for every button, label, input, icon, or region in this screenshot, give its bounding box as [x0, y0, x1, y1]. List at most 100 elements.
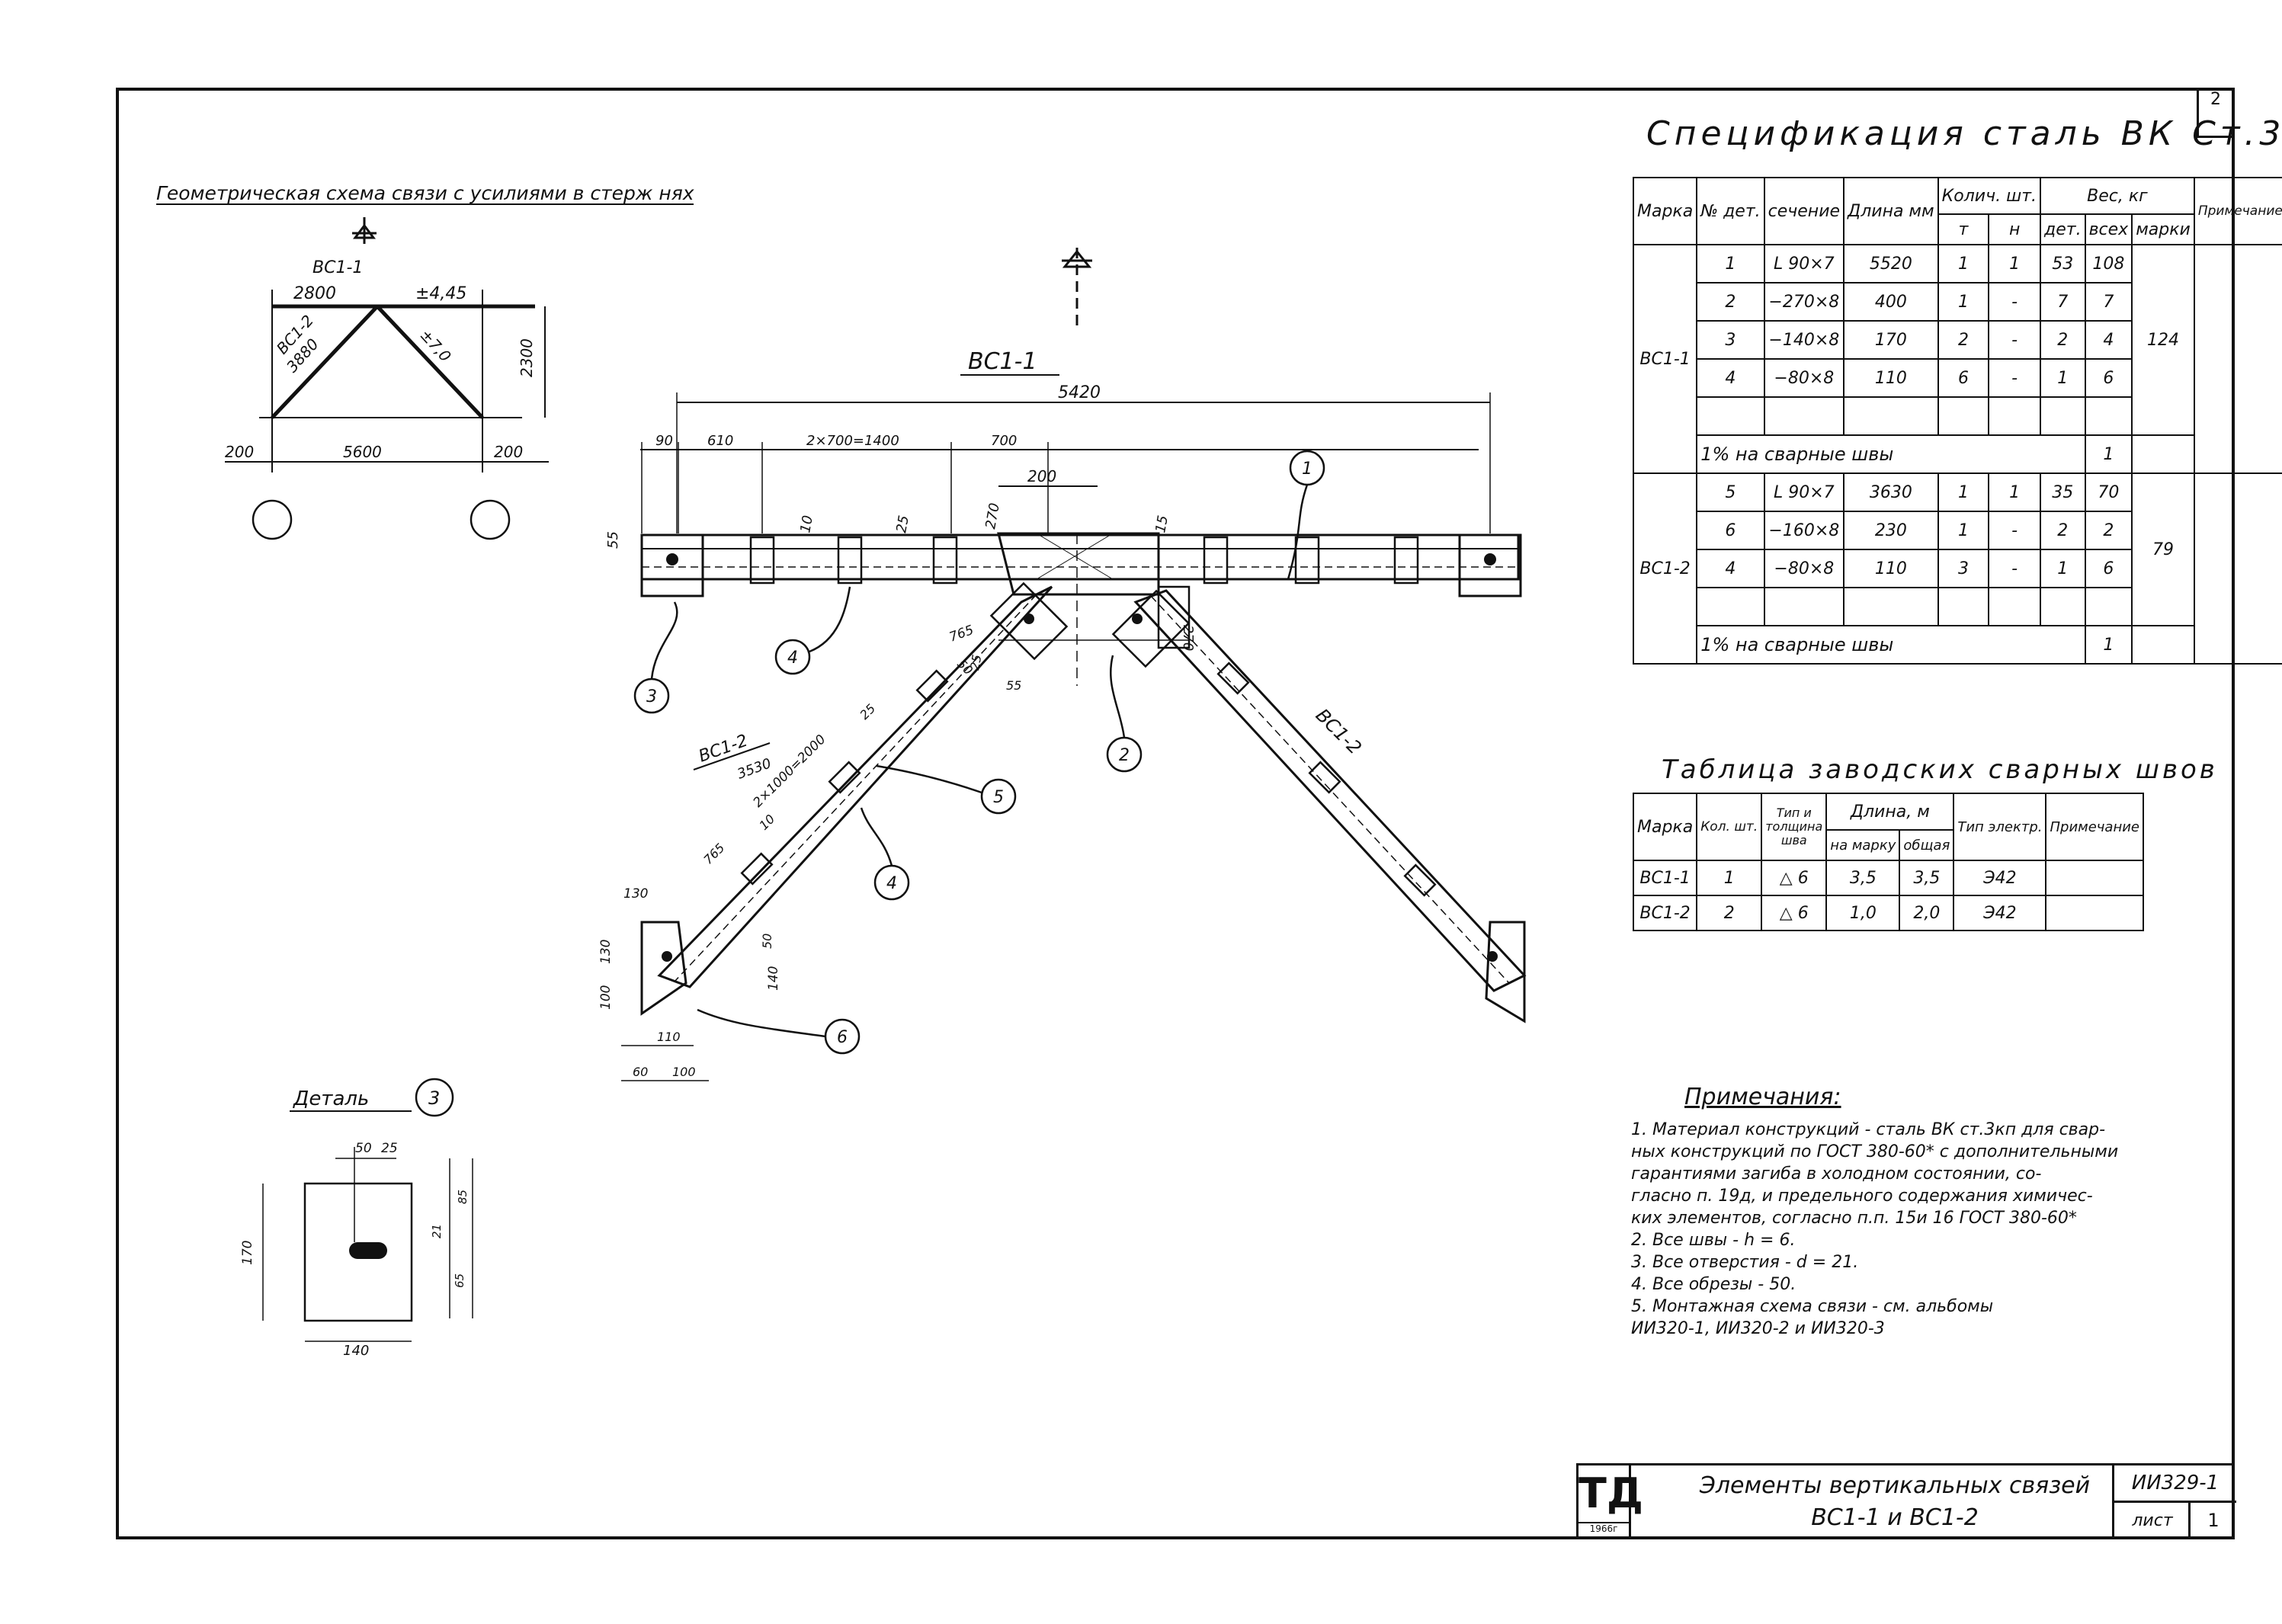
weld-cell: △ 6	[1761, 860, 1828, 896]
detail-dim-140: 140	[343, 1343, 369, 1359]
dim-25-b: 25	[967, 653, 984, 671]
spec-cell: 3630	[1843, 472, 1939, 512]
spec-cell: 1	[2040, 358, 2086, 398]
note-line: гласно п. 19д, и предельного содержания …	[1631, 1187, 2093, 1206]
logo-text: ТД	[1578, 1469, 1643, 1517]
geom-dim-side-left: 200	[225, 443, 254, 461]
label-bc1-1: ВС1-1	[968, 348, 1037, 375]
weld-cell	[2045, 860, 2145, 896]
weld-cell: 2,0	[1899, 895, 1955, 931]
table-row: ВС1-2	[1632, 895, 1698, 931]
table-row: 6	[1696, 511, 1765, 550]
weld-cell: 3,5	[1899, 860, 1955, 896]
weld-cell: Э42	[1953, 860, 2047, 896]
note-line: ИИ320-1, ИИ320-2 и ИИ320-3	[1631, 1319, 1885, 1338]
weld-h-per-mark: на марку	[1825, 829, 1901, 861]
dim-60: 60	[633, 1065, 648, 1079]
dim-50-b: 50	[760, 934, 774, 949]
callout-label-5: 5	[993, 788, 1004, 807]
dim-25: 25	[893, 514, 912, 534]
spec-cell: −80×8	[1763, 358, 1845, 398]
spec-cell	[1937, 587, 1990, 626]
callout-label-4-b: 4	[886, 874, 897, 893]
spec-cell: 7	[2040, 282, 2086, 322]
spec-cell: −160×8	[1763, 511, 1845, 550]
column-circle-icon	[252, 499, 293, 540]
spec-cell	[2131, 434, 2195, 474]
note-line: 4. Все обрезы - 50.	[1631, 1275, 1796, 1294]
spec-mark-bc1-2: ВС1-2	[1632, 472, 1698, 665]
table-row: ВС1-1	[1632, 860, 1698, 896]
spec-cell: 35	[2040, 472, 2086, 512]
detail-dim-50: 50	[355, 1141, 372, 1156]
spec-cell: 1	[1937, 472, 1990, 512]
spec-h-length: Длина мм	[1843, 177, 1939, 245]
spec-cell	[1763, 587, 1845, 626]
weld-cell: 1	[1696, 860, 1763, 896]
spec-cell	[1696, 396, 1765, 436]
spec-cell: 2	[2040, 511, 2086, 550]
dim-130: 130	[623, 886, 648, 902]
callout-label-2: 2	[1119, 746, 1130, 765]
spec-h-qty-n: н	[1988, 213, 2042, 245]
spec-cell: 4	[2084, 320, 2133, 360]
spec-cell	[2131, 625, 2195, 665]
dim-100-b: 100	[672, 1065, 696, 1079]
dim-100: 100	[598, 985, 614, 1010]
spec-cell: 1	[1988, 472, 2042, 512]
callout-label-3: 3	[646, 687, 657, 706]
dim-765: 765	[947, 623, 976, 645]
spec-h-qty-t: т	[1937, 213, 1990, 245]
note-line: 5. Монтажная схема связи - см. альбомы	[1631, 1297, 1994, 1316]
dim-200: 200	[1027, 467, 1056, 485]
spec-cell: 110	[1843, 549, 1939, 588]
column-circle-icon	[470, 499, 511, 540]
spec-h-qty: Колич. шт.	[1937, 177, 2042, 215]
spec-cell	[1937, 396, 1990, 436]
spec-cell	[1988, 396, 2042, 436]
dim-270-b: 270	[1180, 625, 1196, 651]
callout-4	[774, 639, 811, 675]
weld-h-qty: Кол. шт.	[1696, 793, 1763, 861]
dim-765-b: 765	[700, 841, 727, 867]
title-block: ТД 1966г Элементы вертикальных связей ВС…	[1576, 1463, 2236, 1539]
title-line-1: Элементы вертикальных связей	[1699, 1472, 2091, 1499]
geom-dim-side-right: 200	[494, 443, 523, 461]
spec-cell: L 90×7	[1763, 244, 1845, 283]
dim-15: 15	[1152, 514, 1171, 534]
spec-mass-bc1-2: 79	[2131, 472, 2195, 626]
spec-cell: −270×8	[1763, 282, 1845, 322]
dim-10-b: 10	[756, 812, 777, 833]
spec-cell: -	[1988, 282, 2042, 322]
weld-h-note: Примечание	[2045, 793, 2145, 861]
spec-weld-label: 1% на сварные швы	[1696, 434, 2086, 474]
right-diagonal: ВС1-2	[1111, 589, 1527, 1023]
weld-cell: 1,0	[1825, 895, 1901, 931]
dim-110: 110	[657, 1030, 681, 1044]
weld-h-length: Длина, м	[1825, 793, 1955, 831]
geometric-scheme: Геометрическая схема связи с усилиями в …	[156, 182, 1092, 540]
geom-label-bar-top: ВС1-1	[312, 258, 363, 277]
spec-note-cell	[2193, 244, 2282, 474]
detail-dim-85: 85	[456, 1190, 470, 1204]
corner-number: 2	[2210, 90, 2221, 109]
note-line: 3. Все отверстия - d = 21.	[1631, 1253, 1859, 1272]
dim-140: 140	[766, 966, 781, 991]
sheet-number: 1	[2188, 1503, 2236, 1539]
notes-title: Примечания:	[1684, 1084, 1841, 1110]
note-line: 2. Все швы - h = 6.	[1631, 1231, 1796, 1250]
spec-cell	[1843, 396, 1939, 436]
dim-3530: 3530	[736, 755, 774, 782]
spec-cell: −80×8	[1763, 549, 1845, 588]
weld-table-title: Таблица заводских сварных швов	[1662, 754, 2218, 785]
spec-title: Спецификация сталь ВК Ст.3 кп	[1646, 114, 2282, 153]
weld-cell: △ 6	[1761, 895, 1828, 931]
table-row: 5	[1696, 472, 1765, 512]
weld-h-electrode: Тип электр.	[1953, 793, 2047, 861]
geom-force-diag: ±7,0	[416, 325, 454, 365]
spec-cell: 400	[1843, 282, 1939, 322]
left-diagonal: 765 25 55 50 ВС1-2 3530 2×1000=2000 10 2…	[598, 581, 1069, 1081]
note-line: 1. Материал конструкций - сталь ВК ст.3к…	[1631, 1120, 2106, 1139]
spec-cell	[1988, 587, 2042, 626]
detail-3: Деталь 3 50 25 170 140 21 65 85	[240, 1078, 473, 1359]
